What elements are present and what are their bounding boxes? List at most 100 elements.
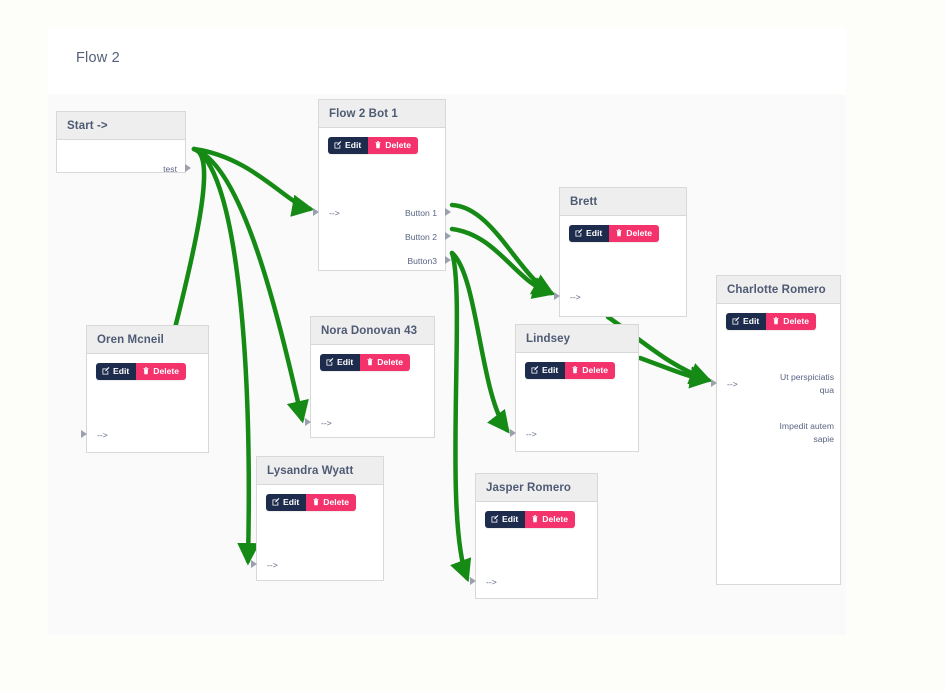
delete-button[interactable]: Delete [136,363,187,380]
node-header-jasper[interactable]: Jasper Romero [476,474,597,502]
pencil-square-icon [326,358,334,366]
delete-button[interactable]: Delete [565,362,616,379]
trash-icon [531,515,539,523]
input-port-jasper-0[interactable]: --> [486,577,497,587]
edit-button[interactable]: Edit [96,363,137,380]
input-connector-icon[interactable] [313,208,319,216]
input-port-nora-0[interactable]: --> [321,418,332,428]
delete-button-label: Delete [542,514,569,524]
edit-button[interactable]: Edit [726,313,767,330]
flow-edge-7[interactable] [449,250,472,583]
delete-button-label: Delete [323,497,350,507]
flow-edge-4[interactable] [449,202,555,296]
output-port-flow2bot1-2[interactable]: Button3 [407,256,437,266]
edit-button[interactable]: Edit [525,362,566,379]
edit-button-label: Edit [345,140,362,150]
node-header-start[interactable]: Start -> [57,112,185,140]
node-actions: Edit Delete [320,354,411,371]
edit-button-label: Edit [586,228,603,238]
node-header-nora[interactable]: Nora Donovan 43 [311,317,434,345]
edit-button-label: Edit [542,365,559,375]
input-port-oren-0[interactable]: --> [97,430,108,440]
delete-button[interactable]: Delete [525,511,576,528]
edit-button[interactable]: Edit [485,511,526,528]
pencil-square-icon [491,515,499,523]
node-header-charlotte[interactable]: Charlotte Romero [717,276,840,304]
input-connector-icon[interactable] [711,379,717,387]
node-body-brett: Edit Delete --> [554,216,686,317]
edit-button[interactable]: Edit [266,494,307,511]
input-connector-icon[interactable] [81,430,87,438]
flow-edge-9[interactable] [637,355,713,389]
node-header-lysandra[interactable]: Lysandra Wyatt [257,457,383,485]
delete-button-label: Delete [385,140,412,150]
trash-icon [615,229,623,237]
delete-button[interactable]: Delete [609,225,660,242]
output-port-flow2bot1-1[interactable]: Button 2 [404,232,437,242]
node-body-start: test [57,140,191,174]
edit-button[interactable]: Edit [569,225,610,242]
input-connector-icon[interactable] [554,292,560,300]
flow-edge-5[interactable] [449,226,556,299]
input-connector-icon[interactable] [470,577,476,585]
input-connector-icon[interactable] [305,418,311,426]
output-port-flow2bot1-0[interactable]: Button 1 [404,208,437,218]
output-connector-icon[interactable] [445,208,451,216]
node-header-lindsey[interactable]: Lindsey [516,325,638,353]
trash-icon [142,367,150,375]
flow-node-nora[interactable]: Nora Donovan 43 Edit Delete --> [305,316,435,438]
flow-node-flow2bot1[interactable]: Flow 2 Bot 1 Edit Delete --> Button 1 Button … [313,99,451,271]
flow-edge-6[interactable] [449,250,510,434]
pencil-square-icon [732,317,740,325]
node-title: Oren Mcneil [97,333,164,346]
input-connector-icon[interactable] [510,429,516,437]
flow-edge-3[interactable] [191,146,315,217]
trash-icon [571,366,579,374]
trash-icon [374,141,382,149]
input-connector-icon[interactable] [251,560,257,568]
edit-button-label: Edit [337,357,354,367]
node-text-charlotte-0: Ut perspiciatis qua [780,372,834,395]
input-port-charlotte-0[interactable]: --> [727,379,738,389]
pencil-square-icon [575,229,583,237]
flow-node-start[interactable]: Start -> test [56,111,191,174]
node-title: Start -> [67,119,108,132]
output-connector-icon[interactable] [185,164,191,172]
node-actions: Edit Delete [726,313,817,330]
edit-button[interactable]: Edit [320,354,361,371]
node-title: Charlotte Romero [727,283,826,296]
output-connector-icon[interactable] [445,256,451,264]
edit-button-label: Edit [502,514,519,524]
edit-button[interactable]: Edit [328,137,369,154]
node-header-oren[interactable]: Oren Mcneil [87,326,208,354]
node-header-flow2bot1[interactable]: Flow 2 Bot 1 [319,100,445,128]
input-port-lindsey-0[interactable]: --> [526,429,537,439]
pencil-square-icon [272,498,280,506]
delete-button[interactable]: Delete [360,354,411,371]
node-body-lindsey: Edit Delete --> [510,353,638,452]
flow-edge-2[interactable] [191,146,309,424]
node-title: Jasper Romero [486,481,572,494]
input-port-lysandra-0[interactable]: --> [267,560,278,570]
node-title: Nora Donovan 43 [321,324,418,337]
delete-button[interactable]: Delete [368,137,419,154]
node-header-brett[interactable]: Brett [560,188,686,216]
input-port-flow2bot1-0[interactable]: --> [329,208,340,218]
output-port-start-0[interactable]: test [163,164,177,174]
node-title: Lysandra Wyatt [267,464,354,477]
node-body-nora: Edit Delete --> [305,345,434,438]
delete-button-label: Delete [783,316,810,326]
output-connector-icon[interactable] [445,232,451,240]
input-port-brett-0[interactable]: --> [570,292,581,302]
delete-button[interactable]: Delete [306,494,357,511]
delete-button[interactable]: Delete [766,313,817,330]
